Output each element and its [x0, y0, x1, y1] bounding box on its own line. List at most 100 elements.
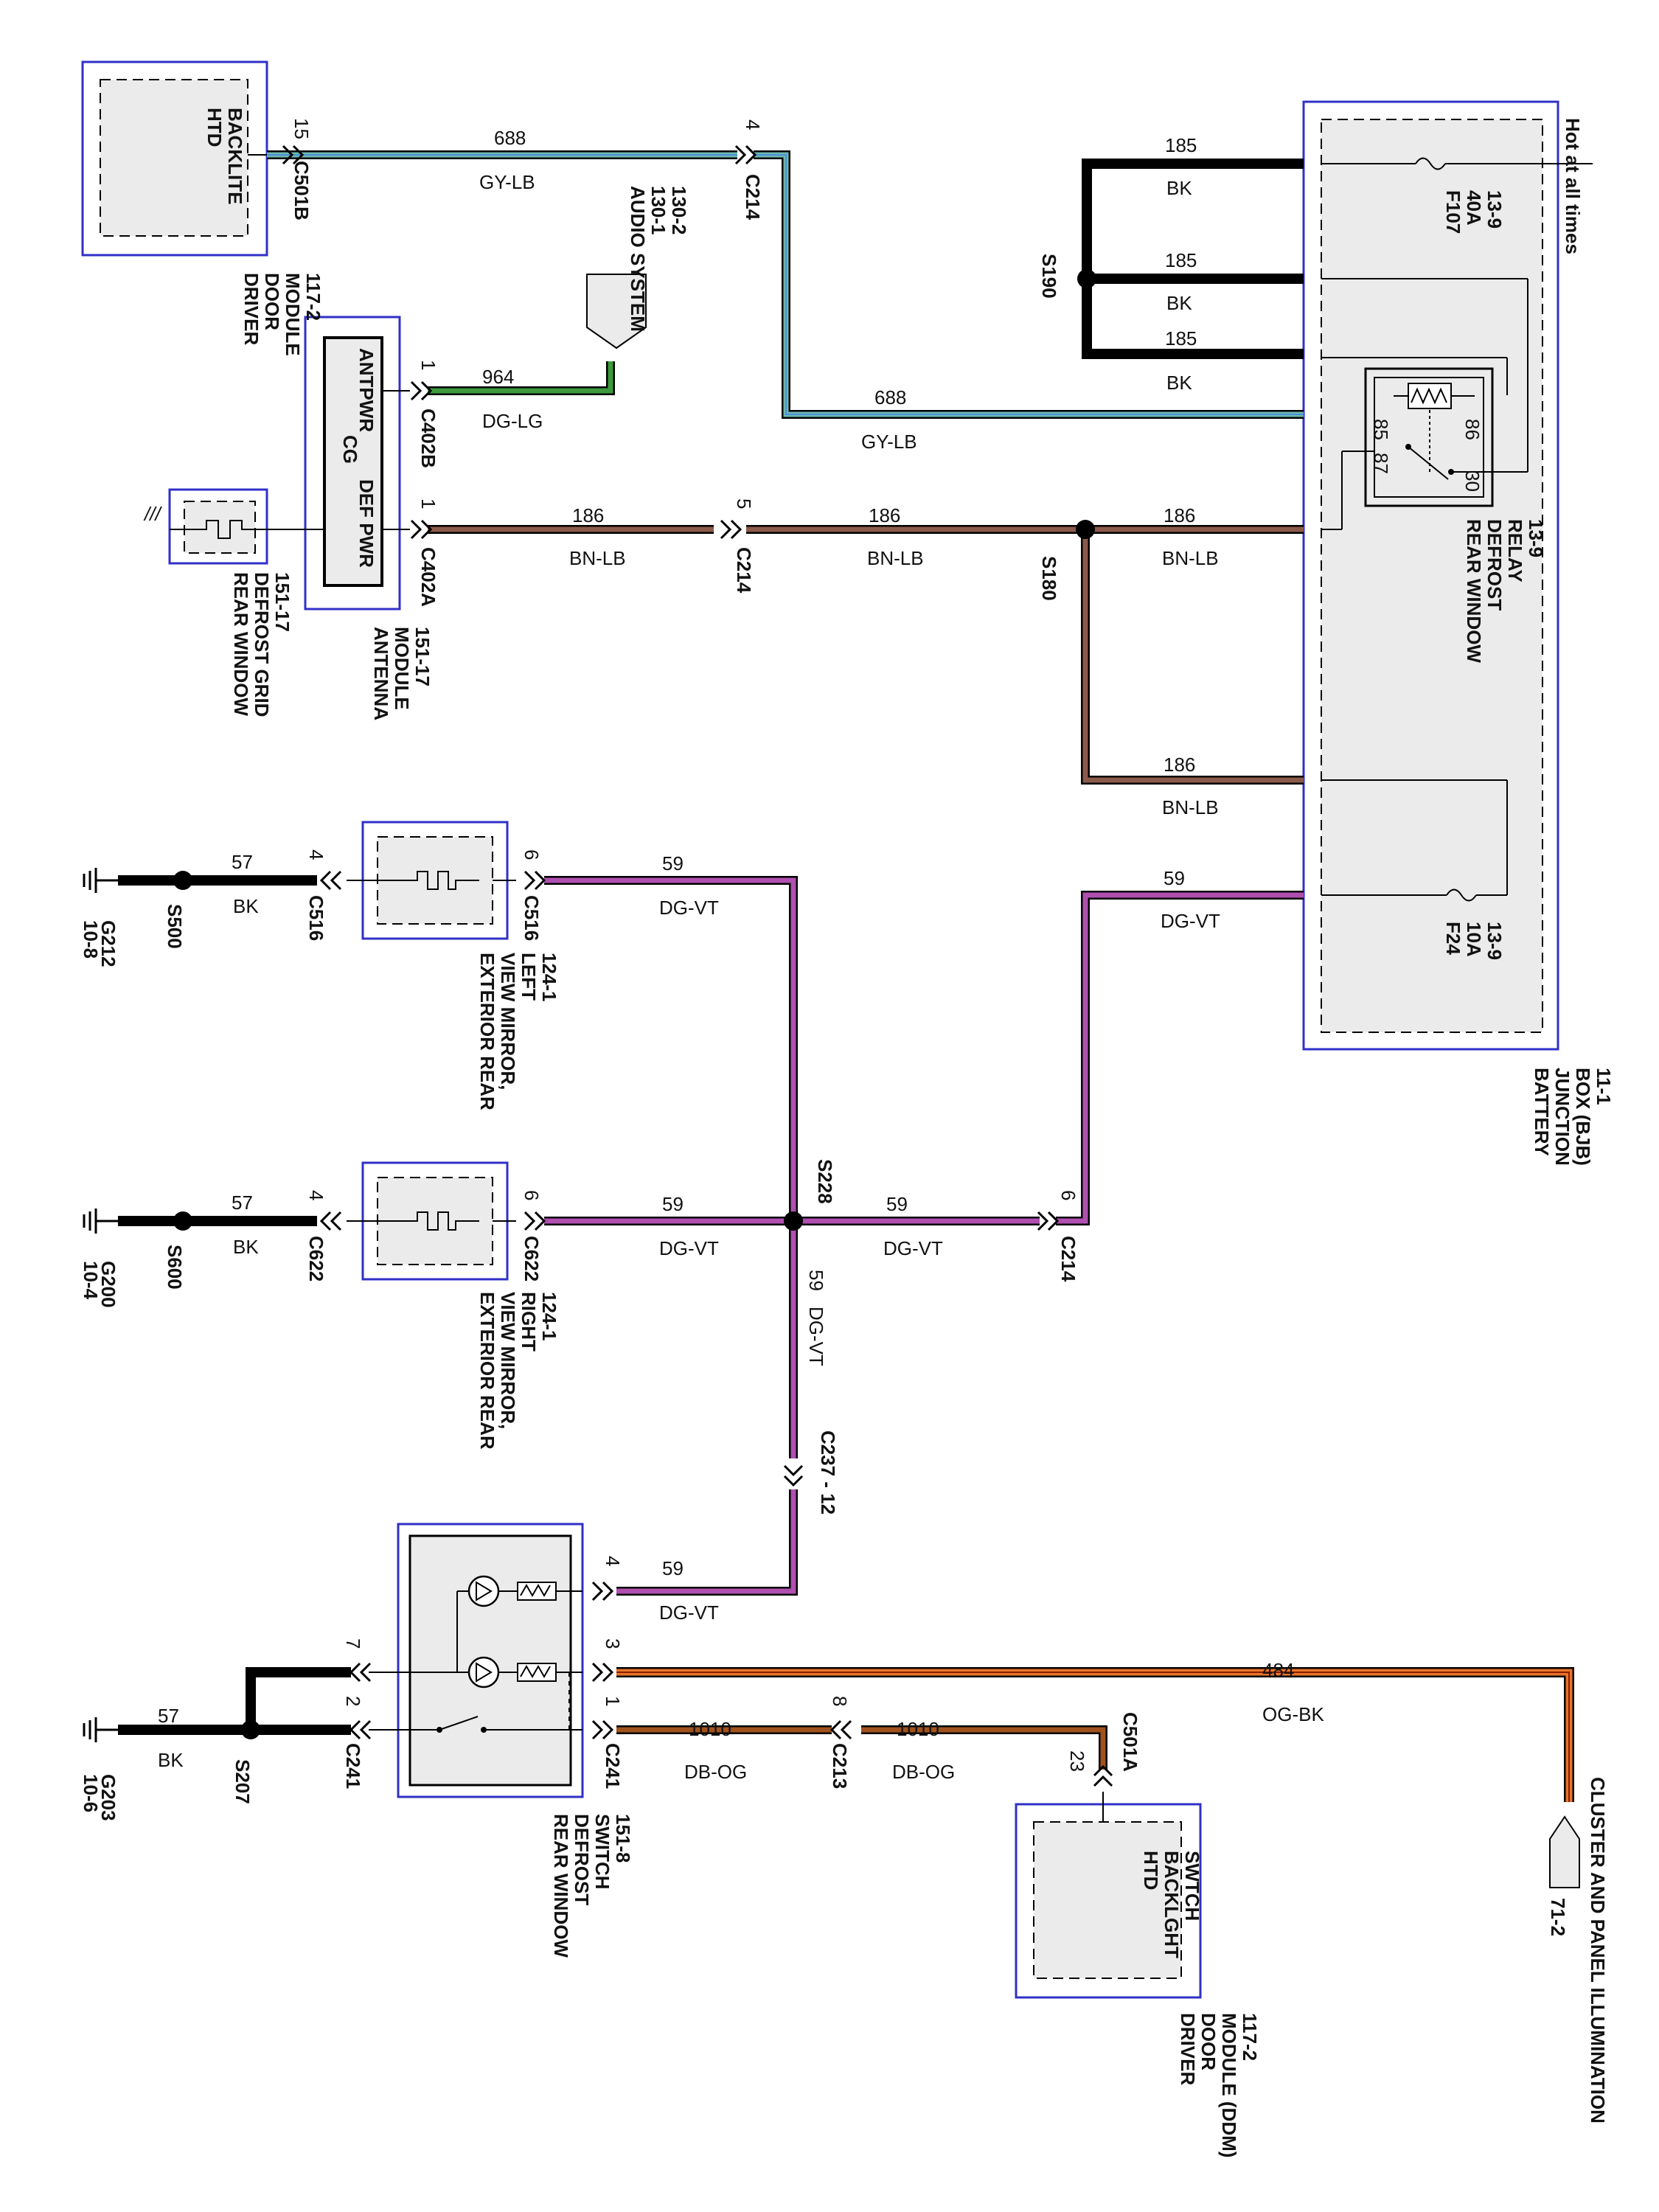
c402a-pin: 1 [417, 498, 439, 509]
wire-185-a [1082, 159, 1304, 359]
mirror-left-conn-out: C516 [521, 895, 543, 941]
switch-pin-2: 2 [342, 1696, 364, 1706]
switch-pin-7: 7 [342, 1638, 364, 1649]
audio-system-label: AUDIO SYSTEM130-1130-2 [627, 186, 690, 332]
wire-59-d-num: 59 [886, 1193, 908, 1215]
wire-1010-b [861, 1725, 1107, 1770]
c501b-label: C501B [291, 161, 313, 220]
htd-backlite-box [81, 60, 268, 257]
mirror-left-heater [391, 871, 479, 890]
relay-pin-87: 87 [1370, 453, 1392, 474]
connector-c214-top [734, 145, 757, 165]
splice-s180-dot [1076, 520, 1095, 539]
mirror-right-heater [391, 1211, 479, 1231]
mirror-left-pin-gnd: 4 [305, 849, 327, 860]
connector-c501a [1093, 1764, 1113, 1787]
wire-688-a-num: 688 [494, 127, 526, 149]
ground-g200-symbol [83, 1208, 118, 1234]
defrost-grid-box [168, 488, 268, 565]
c214-low-label: C214 [1057, 1236, 1079, 1282]
c237-label: C237 - 12 [817, 1430, 839, 1514]
wire-688-b-col: GY-LB [861, 431, 917, 453]
wire-59-b-col: DG-VT [1161, 910, 1220, 932]
wire-186-b-num: 186 [869, 504, 900, 526]
mirror-left-pin-out: 6 [521, 849, 543, 860]
mirror-right-pin-gnd: 4 [305, 1190, 327, 1200]
relay-coil [1394, 383, 1475, 472]
wire-59-e-num: 59 [805, 1270, 827, 1291]
ground-g203-ref: 10-6 [80, 1774, 102, 1812]
wire-59-d-col: DG-VT [883, 1237, 943, 1259]
wire-186-c-col: BN-LB [1162, 547, 1219, 569]
c501a-pin: 23 [1066, 1750, 1088, 1772]
mirror-left-conn-gnd: C516 [305, 895, 327, 941]
wire-59-f-num: 59 [662, 1557, 684, 1579]
wire-964 [428, 361, 615, 395]
wire-186-c [1081, 529, 1304, 785]
connector-c501b [282, 145, 305, 165]
ground-g212-ref: 10-8 [80, 920, 102, 959]
wire-186-d-col: BN-LB [1162, 796, 1219, 818]
switch-conn-right: C241 [602, 1743, 624, 1789]
htd-backlight-switch-box [1015, 1803, 1202, 1999]
ground-g212: G212 [97, 920, 119, 967]
connector-c241-4 [591, 1581, 614, 1601]
switch-internals [410, 1575, 582, 1733]
c214-top-pin: 4 [742, 119, 764, 130]
splice-s190-dot [1077, 269, 1096, 288]
hot-label: Hot at all times [1562, 118, 1584, 254]
wire-185-a-col: BK [1166, 177, 1192, 199]
wire-185-b-col: BK [1166, 292, 1192, 314]
c402b-label: C402B [417, 408, 439, 468]
wire-59-c-col: DG-VT [659, 1237, 719, 1259]
htd-backlite-pin: 15 [291, 118, 313, 139]
switch-pin-1: 1 [602, 1696, 624, 1706]
c214-top-label: C214 [742, 174, 764, 220]
connector-c402a [410, 519, 433, 540]
wire-57-c-col: BK [158, 1749, 184, 1771]
wire-59-c-num: 59 [662, 1193, 684, 1215]
antenna-label-cg: CG [339, 435, 361, 464]
symbols [83, 145, 1113, 1787]
relay-pin-85: 85 [1370, 419, 1392, 440]
splice-s600: S600 [164, 1245, 186, 1290]
relay-switch [1405, 444, 1484, 480]
relay-pin-86: 86 [1461, 419, 1484, 440]
connector-c237 [783, 1464, 804, 1487]
antenna-label-antpwr: ANTPWR [355, 348, 378, 432]
c213-pin: 8 [829, 1696, 851, 1706]
wire-688-b-num: 688 [874, 386, 906, 408]
mirror-right-pin-out: 6 [521, 1190, 543, 1200]
wire-688-a-col: GY-LB [479, 171, 535, 193]
wire-964-num: 964 [482, 366, 514, 388]
wire-1010-b-col: DB-OG [892, 1761, 955, 1783]
htd-backlight-switch-name: HTDBACKLGHTSWTCH [1140, 1851, 1203, 1958]
audio-system-arrow [586, 274, 647, 349]
wire-59-d [616, 1489, 798, 1596]
switch-pin-4: 4 [602, 1556, 624, 1566]
wire-1010-a-col: DB-OG [684, 1761, 747, 1783]
labels: Hot at all times BATTERYJUNCTIONBOX (BJB… [80, 108, 1615, 2157]
connector-c622-gnd [319, 1211, 342, 1231]
wire-59-c [1056, 891, 1304, 1225]
wire-185-b-num: 185 [1165, 249, 1197, 271]
wire-59-a [544, 876, 798, 1458]
switch-pin-3: 3 [602, 1638, 624, 1649]
connector-c516-out [524, 870, 546, 891]
splice-s500: S500 [164, 904, 186, 949]
splice-s207-dot [241, 1720, 260, 1739]
wire-484-num: 484 [1262, 1659, 1294, 1681]
wire-57-a-num: 57 [232, 851, 253, 873]
connector-c241-1 [591, 1719, 614, 1740]
wire-185-c-num: 185 [1165, 327, 1197, 349]
wire-57-a-col: BK [233, 895, 259, 917]
wire-484 [616, 1667, 1574, 1802]
fuse-f107-symbol [1415, 157, 1446, 170]
wire-186-d-num: 186 [1164, 754, 1195, 776]
antenna-module-box [304, 316, 401, 611]
mirror-right-name: EXTERIOR REARVIEW MIRROR,RIGHT124-1 [476, 1292, 560, 1450]
connector-c241-3 [591, 1662, 614, 1683]
connector-c241-2 [349, 1719, 372, 1740]
